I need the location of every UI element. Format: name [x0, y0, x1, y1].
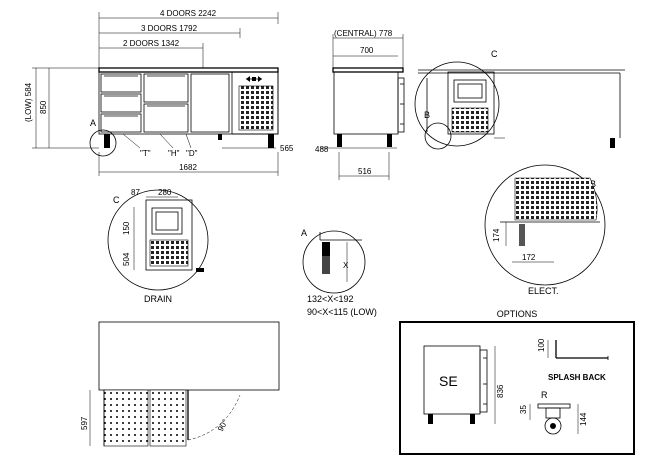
wheel-label: R: [541, 390, 548, 400]
range-standard: 132<X<192: [307, 294, 354, 304]
detail-a-zoom-marker: A: [301, 228, 307, 238]
depth-central-label: (CENTRAL) 778: [334, 29, 393, 38]
plan-view: 597 90°: [80, 321, 280, 447]
detail-top-right: C B: [414, 49, 625, 150]
dim-3-doors: 3 DOORS 1792: [141, 24, 198, 33]
width-label: 1682: [179, 163, 197, 172]
detail-b-caption: ELECT.: [528, 286, 559, 296]
front-view: 4 DOORS 2242 3 DOORS 1792 2 DOORS 1342 (…: [24, 9, 294, 176]
wheel-144-label: 144: [579, 412, 588, 426]
machine-compartment: [231, 71, 279, 135]
range-low: 90<X<115 (LOW): [307, 307, 377, 317]
detail-c-marker: C: [113, 195, 120, 205]
dim-87: 87: [131, 188, 140, 197]
x-label: X: [343, 261, 349, 270]
dim-4-doors: 4 DOORS 2242: [160, 9, 217, 18]
detail-b-top-circle: [424, 122, 452, 150]
height-low-label: (LOW) 584: [24, 82, 33, 122]
options-title: OPTIONS: [497, 309, 538, 319]
door-angle-label: 90°: [216, 418, 230, 433]
options-panel: OPTIONS SE 836 100 SPLASH BACK R 35 144: [399, 309, 635, 455]
dim-174: 174: [492, 228, 501, 242]
se-height-label: 836: [496, 384, 505, 398]
label-t: "T": [140, 149, 151, 158]
ventilation-grille: [238, 85, 274, 131]
detail-c-caption: DRAIN: [144, 294, 172, 304]
detail-a-circle: [89, 129, 117, 157]
worktop: [98, 67, 279, 73]
wheel-35-label: 35: [519, 405, 528, 414]
label-d: "D": [186, 149, 198, 158]
detail-a: A X 132<X<192 90<X<115 (LOW): [301, 228, 377, 317]
detail-b-marker: B: [590, 179, 596, 189]
splash-back-label: SPLASH BACK: [548, 373, 606, 382]
detail-c-top-marker: C: [491, 49, 498, 59]
side-view: (CENTRAL) 778 700 488 516: [315, 29, 405, 180]
detail-b-zoom-circle: [484, 164, 606, 286]
detail-c-circle: [414, 61, 500, 147]
dim-280: 280: [158, 188, 172, 197]
side-body: [333, 71, 399, 135]
detail-c: C 87 280 150 504 DRAIN: [107, 188, 209, 304]
plan-top: [98, 321, 280, 391]
detail-c-zoom-circle: [107, 189, 209, 291]
splash-height-label: 100: [537, 338, 546, 352]
leg: [268, 134, 274, 148]
options-box: [399, 321, 635, 455]
leg: [104, 134, 110, 148]
plan-depth-label: 597: [80, 416, 89, 430]
depth-right-label: 565: [280, 144, 294, 153]
dim-504: 504: [122, 252, 131, 266]
label-h: "H": [168, 149, 180, 158]
base-height-label: 488: [315, 145, 329, 154]
dim-2-doors: 2 DOORS 1342: [123, 39, 180, 48]
feet-span-label: 516: [358, 167, 372, 176]
height-label: 850: [39, 100, 48, 114]
detail-a-marker: A: [90, 118, 96, 128]
detail-b-top-marker: B: [424, 110, 430, 120]
drawer-column-left: [100, 73, 142, 133]
width-dimensions: 4 DOORS 2242 3 DOORS 1792 2 DOORS 1342: [98, 9, 279, 68]
detail-a-zoom-circle: [302, 230, 366, 294]
detail-b: B 174 172 ELECT.: [484, 164, 606, 296]
door-panel: [190, 73, 230, 133]
se-label: SE: [439, 373, 458, 389]
height-dimensions: (LOW) 584 850: [24, 67, 99, 149]
depth-label: 700: [360, 46, 374, 55]
dim-172: 172: [522, 253, 536, 262]
dim-150: 150: [122, 221, 131, 235]
drawer-column-middle: [143, 73, 189, 133]
